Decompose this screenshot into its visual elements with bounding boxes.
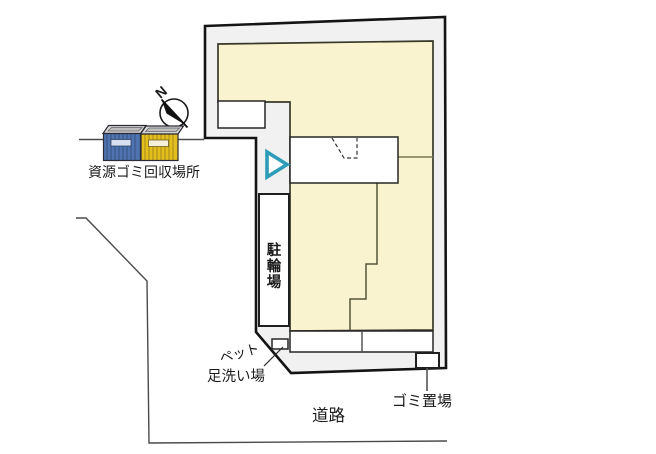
stepped-divider-line bbox=[349, 183, 378, 331]
pet-wash-label-line2: 足洗い場 bbox=[207, 368, 265, 385]
notch-room bbox=[217, 100, 266, 129]
north-label: N bbox=[152, 83, 170, 102]
bicycle-parking-label-char1: 駐 bbox=[267, 241, 282, 259]
pet-wash-label-line1: ペット bbox=[218, 341, 261, 366]
road-label: 道路 bbox=[312, 406, 346, 425]
north-compass-icon: N bbox=[152, 83, 189, 129]
entrance-hall bbox=[289, 136, 399, 184]
west-property-line bbox=[76, 217, 448, 444]
bicycle-parking-bay bbox=[258, 193, 290, 327]
pet-wash-spot bbox=[271, 338, 289, 350]
entrance-arrow-icon bbox=[265, 148, 291, 181]
pet-wash-leader-line bbox=[263, 346, 284, 367]
entrance-dashed-mark bbox=[331, 137, 358, 159]
recycle-bins-icon bbox=[101, 124, 185, 162]
garbage-area-label: ゴミ置場 bbox=[392, 392, 452, 410]
bicycle-parking-label-char3: 場 bbox=[267, 274, 282, 291]
bicycle-parking-label-char2: 輪 bbox=[267, 257, 282, 275]
building-footprint bbox=[217, 40, 434, 332]
garbage-area-spot bbox=[415, 352, 440, 369]
recycle-station-label: 資源ゴミ回収場所 bbox=[88, 164, 200, 180]
